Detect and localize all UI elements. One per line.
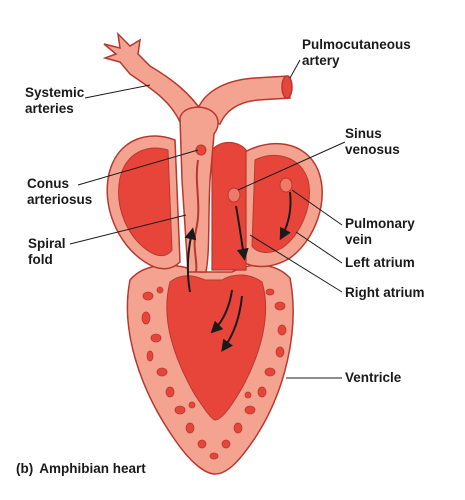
leader-pulmonary-vein bbox=[291, 189, 343, 226]
ventricle-body bbox=[126, 264, 294, 475]
leader-sinus-venosus bbox=[237, 141, 346, 191]
leader-lines bbox=[69, 59, 346, 379]
systemic-arteries-vessel bbox=[102, 31, 207, 123]
flow-arrows bbox=[184, 191, 292, 352]
label-ventricle: Ventricle bbox=[345, 370, 402, 385]
label-systemic-arteries: Systemic arteries bbox=[25, 85, 85, 116]
label-spiral-fold: Spiral fold bbox=[28, 236, 66, 267]
leader-right-atrium bbox=[249, 234, 343, 293]
label-right-atrium: Right atrium bbox=[345, 285, 425, 300]
atria-region bbox=[106, 135, 323, 271]
figure-caption-text: Amphibian heart bbox=[39, 461, 146, 476]
ventricle-trabeculae bbox=[141, 286, 287, 460]
leader-spiral-fold bbox=[69, 214, 187, 245]
figure-caption-tag: (b) bbox=[16, 461, 34, 476]
leader-left-atrium bbox=[295, 231, 343, 264]
leader-pulmocutaneous-artery bbox=[289, 59, 301, 79]
pulmocutaneous-artery-vessel bbox=[194, 75, 293, 125]
label-left-atrium: Left atrium bbox=[345, 255, 415, 270]
leader-conus-arteriosus bbox=[77, 149, 199, 186]
leader-systemic-arteries bbox=[84, 84, 151, 99]
label-pulmonary-vein: Pulmonary vein bbox=[345, 216, 415, 247]
figure-caption: (b) Amphibian heart bbox=[16, 461, 146, 476]
label-conus-arteriosus: Conus arteriosus bbox=[27, 176, 93, 207]
label-sinus-venosus: Sinus venosus bbox=[345, 126, 400, 157]
label-pulmocutaneous-artery: Pulmocutaneous artery bbox=[302, 37, 411, 68]
vein-openings bbox=[227, 177, 293, 203]
